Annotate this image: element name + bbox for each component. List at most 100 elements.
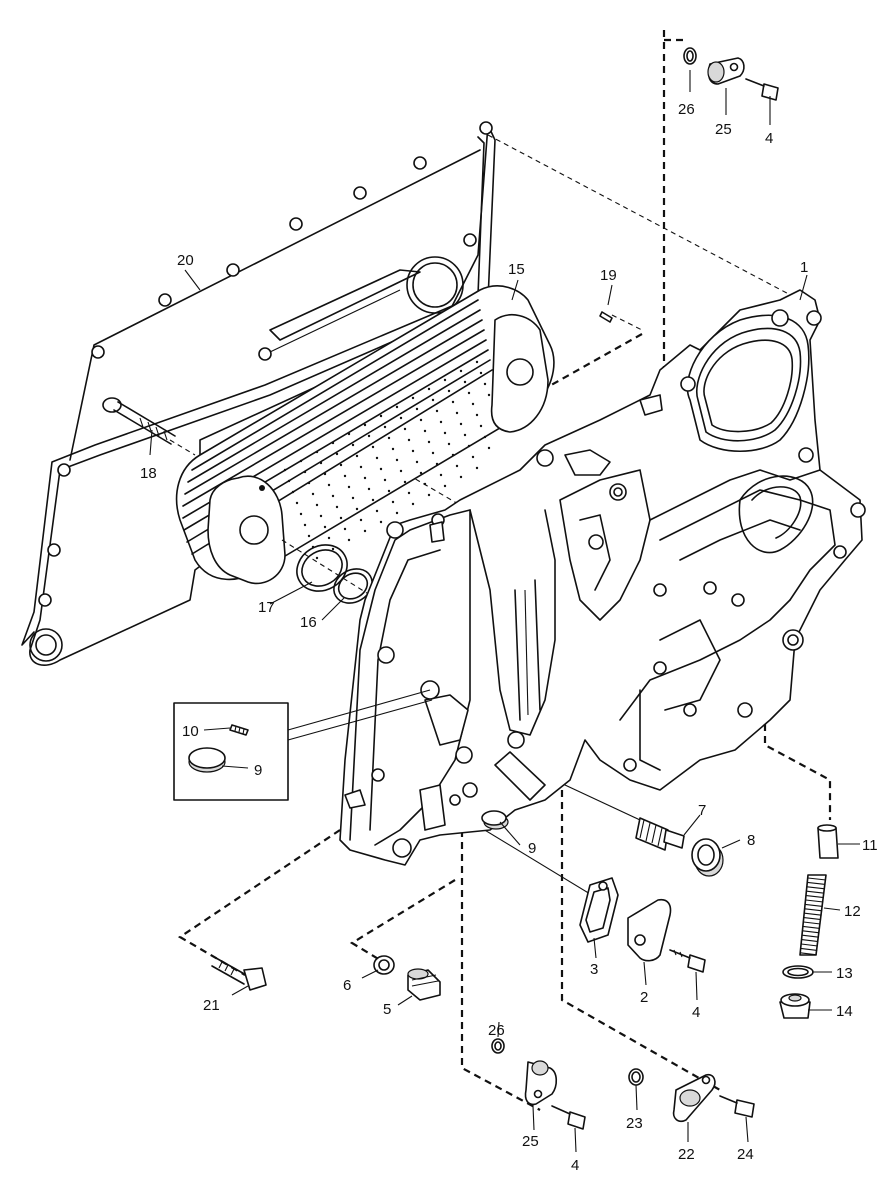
cooler-dot <box>291 490 295 494</box>
bolt-part-4-bottom <box>551 1105 586 1130</box>
label-4-bottom: 4 <box>571 1157 579 1174</box>
cooler-dot <box>359 518 363 522</box>
sleeve-part-11 <box>817 824 839 859</box>
label-22: 22 <box>678 1146 695 1163</box>
cooler-dot <box>463 380 467 384</box>
label-8: 8 <box>747 832 755 849</box>
cooler-dot <box>399 416 403 420</box>
label-5: 5 <box>383 1001 391 1018</box>
label-26-top: 26 <box>678 101 695 118</box>
cooler-dot <box>431 398 435 402</box>
cooler-dot <box>395 511 399 515</box>
cooler-dot <box>427 493 431 497</box>
bolt-part-24 <box>719 1095 755 1118</box>
cooler-dot <box>363 423 367 427</box>
cooler-dot <box>363 476 367 480</box>
label-15: 15 <box>508 261 525 278</box>
bolt-part-18 <box>102 397 176 445</box>
leader-lines <box>149 70 860 1153</box>
washer-part-6 <box>373 955 395 975</box>
cooler-dot <box>303 523 307 527</box>
cooler-dot <box>451 400 455 404</box>
cooler-dot <box>447 389 451 393</box>
label-26-bottom: 26 <box>488 1022 505 1039</box>
bolt-part-4-lower-center <box>669 949 706 973</box>
cooler-dot <box>315 450 319 454</box>
cooler-dot <box>415 460 419 464</box>
cooler-dot <box>311 492 315 496</box>
cooler-dot <box>299 512 303 516</box>
label-16: 16 <box>300 614 317 631</box>
cooler-dot <box>459 422 463 426</box>
cooler-dot <box>379 414 383 418</box>
cooler-dot <box>487 446 491 450</box>
label-10: 10 <box>182 723 199 740</box>
cooler-dot <box>327 483 331 487</box>
flange-part-22 <box>672 1073 716 1123</box>
cooler-dot <box>475 413 479 417</box>
detail-inset <box>173 689 433 801</box>
cooler-dot <box>355 507 359 511</box>
cooler-dot <box>323 525 327 529</box>
label-12: 12 <box>844 903 861 920</box>
cooler-dot <box>403 427 407 431</box>
cooler-dot <box>391 447 395 451</box>
housing-part-1 <box>339 289 866 866</box>
cooler-dot <box>399 469 403 473</box>
cooler-dot <box>459 369 463 373</box>
cooler-dot <box>407 438 411 442</box>
cooler-dot <box>335 452 339 456</box>
cooler-dot <box>327 536 331 540</box>
bolt-part-21 <box>211 957 267 991</box>
cooler-dot <box>407 491 411 495</box>
cooler-dot <box>387 436 391 440</box>
cooler-dot <box>299 459 303 463</box>
cooler-dot <box>287 479 291 483</box>
cooler-dot <box>439 473 443 477</box>
cooler-dot <box>419 471 423 475</box>
cooler-dot <box>383 478 387 482</box>
cooler-dot <box>347 432 351 436</box>
cooler-dot <box>471 402 475 406</box>
cooler-dot <box>475 360 479 364</box>
o-ring-part-23 <box>628 1068 644 1086</box>
o-rings-part-16-17 <box>281 539 379 604</box>
cap-part-8 <box>691 838 724 877</box>
cooler-dot <box>467 391 471 395</box>
cooler-dot <box>351 496 355 500</box>
cooler-dot <box>411 502 415 506</box>
cooler-dot <box>423 482 427 486</box>
cooler-dot <box>359 465 363 469</box>
cooler-dot <box>483 435 487 439</box>
label-19: 19 <box>600 267 617 284</box>
label-11: 11 <box>862 837 878 854</box>
cooler-dot <box>443 484 447 488</box>
cooler-dot <box>307 534 311 538</box>
label-23: 23 <box>626 1115 643 1132</box>
label-25-bottom: 25 <box>522 1133 539 1150</box>
cooler-dot <box>475 466 479 470</box>
gasket-part-20 <box>21 121 496 666</box>
cooler-dot <box>387 489 391 493</box>
label-1: 1 <box>800 259 808 276</box>
cooler-dot <box>443 431 447 435</box>
label-6: 6 <box>343 977 351 994</box>
part-labels: 1 2 3 4 4 4 5 6 7 8 9 9 10 11 12 13 14 1… <box>140 101 878 1174</box>
cooler-dot <box>379 467 383 471</box>
cooler-dot <box>331 441 335 445</box>
cooler-dot <box>347 485 351 489</box>
cooler-dot <box>331 494 335 498</box>
cooler-dot <box>411 449 415 453</box>
cooler-dot <box>447 442 451 446</box>
cooler-dot <box>347 538 351 542</box>
label-4-lower-center: 4 <box>692 1004 700 1021</box>
flange-part-25-top <box>707 57 745 85</box>
cooler-dot <box>451 453 455 457</box>
cooler-dot <box>323 472 327 476</box>
label-14: 14 <box>836 1003 853 1020</box>
cooler-dot <box>363 529 367 533</box>
oil-cooler-part-15 <box>175 285 555 585</box>
cooler-dot <box>395 458 399 462</box>
flange-part-25-bottom <box>524 1060 558 1106</box>
cooler-dot <box>307 481 311 485</box>
